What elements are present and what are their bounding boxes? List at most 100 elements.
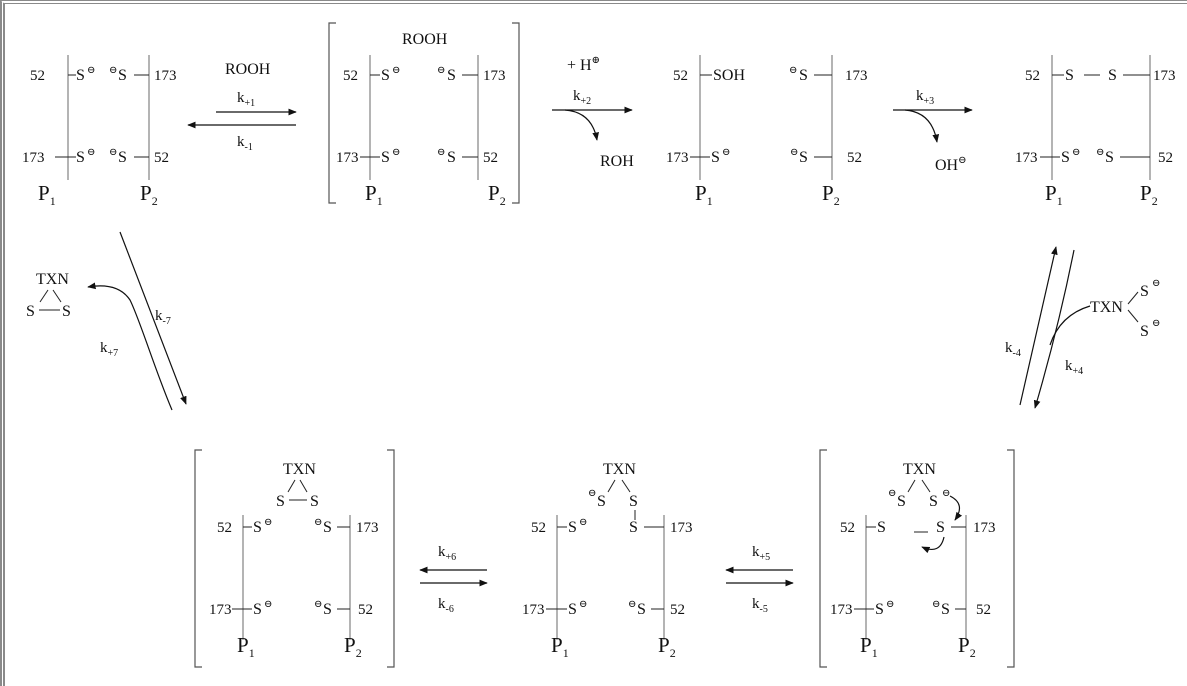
thiolate: S [799, 149, 808, 166]
disulfide-sulfur: S [936, 519, 945, 536]
residue-label: 173 [336, 150, 359, 166]
oxidized-txn: TXN [36, 271, 69, 288]
residue-label: 52 [358, 602, 373, 618]
rate-constant-k+3: k+3 [916, 88, 934, 107]
protein-label-p2: P2 [344, 633, 362, 660]
protein-label-p1: P1 [1045, 181, 1063, 208]
negative-charge: ⊖ [1152, 318, 1160, 329]
residue-label: 173 [666, 150, 689, 166]
equilibrium-k5: k+5 k-5 [725, 544, 794, 615]
residue-label: 173 [1015, 150, 1038, 166]
bracket-left [328, 22, 336, 204]
state-disulfide: 52 S S 173 173 S ⊖ ⊖ S 52 P1 P2 [1015, 55, 1176, 208]
residue-label: 173 [1153, 68, 1176, 84]
protein-label-p1: P1 [551, 633, 569, 660]
residue-label: 173 [830, 602, 853, 618]
state-sulfenic-acid: 52 SOH ⊖ S 173 173 S ⊖ ⊖ S 52 P1 P2 [666, 55, 868, 208]
rate-constant-k+5: k+5 [752, 544, 770, 563]
residue-label: 173 [22, 150, 45, 166]
electron-push-arrow [921, 536, 945, 554]
residue-label: 52 [483, 150, 498, 166]
thiolate: S [76, 67, 85, 84]
negative-charge: ⊖ [942, 488, 950, 499]
residue-label: 52 [531, 520, 546, 536]
txn-thiolate: S [929, 493, 938, 510]
negative-charge: ⊖ [314, 599, 322, 610]
thiolate: S [1061, 149, 1070, 166]
protein-label-p1: P1 [860, 633, 878, 660]
product-hydroxide: OH⊖ [935, 155, 967, 174]
rate-constant-k-5: k-5 [752, 596, 768, 615]
negative-charge: ⊖ [437, 147, 445, 158]
forward-arrow [119, 231, 187, 405]
protein-label-p1: P1 [695, 181, 713, 208]
oxidized-txn: TXN [283, 461, 316, 478]
residue-label: 173 [522, 602, 545, 618]
txn-label: TXN [903, 461, 936, 478]
thiolate: S [323, 519, 332, 536]
residue-label: 52 [343, 68, 358, 84]
equilibrium-k6: k+6 k-6 [419, 544, 488, 615]
protein-label-p1: P1 [365, 181, 383, 208]
proton: + H⊕ [567, 55, 600, 74]
thiolate: S [118, 67, 127, 84]
residue-label: 173 [483, 68, 506, 84]
rate-constant-k+4: k+4 [1065, 358, 1083, 377]
negative-charge: ⊖ [392, 65, 400, 76]
rate-constant-k+1: k+1 [237, 90, 255, 109]
protein-label-p1: P1 [237, 633, 255, 660]
rate-constant-k-7: k-7 [155, 308, 171, 327]
product-roh: ROH [600, 153, 634, 170]
residue-label: 52 [1025, 68, 1040, 84]
residue-label: 52 [154, 150, 169, 166]
negative-charge: ⊖ [264, 517, 272, 528]
txn-sulfur: S [629, 493, 638, 510]
residue-label: 52 [30, 68, 45, 84]
rate-constant-k+7: k+7 [100, 340, 118, 359]
txn-sulfur: S [26, 303, 35, 320]
residue-label: 52 [673, 68, 688, 84]
rate-constant-k+6: k+6 [438, 544, 456, 563]
thiolate: S [447, 67, 456, 84]
thiolate: S [381, 149, 390, 166]
state-mixed-disulfide: TXN ⊖ S S 52 S ⊖ S 173 173 S ⊖ ⊖ S 52 P1… [522, 461, 693, 660]
thiolate: S [568, 519, 577, 536]
negative-charge: ⊖ [888, 488, 896, 499]
mixed-disulfide-sulfur: S [629, 519, 638, 536]
thiolate: S [447, 149, 456, 166]
thiolate: S [637, 601, 646, 618]
protein-label-p2: P2 [658, 633, 676, 660]
rate-constant-k-1: k-1 [237, 134, 253, 153]
txn-thiolate: S [1140, 283, 1149, 300]
thiolate: S [568, 601, 577, 618]
state-txn-attack-complex: TXN ⊖ S S ⊖ 52 S S 173 173 S ⊖ ⊖ S 52 P1… [819, 449, 1015, 668]
negative-charge: ⊖ [392, 147, 400, 158]
bracket-right [1007, 449, 1015, 668]
residue-label: 52 [847, 150, 862, 166]
bracket-left [819, 449, 827, 668]
protein-label-p1: P1 [38, 181, 56, 208]
bracket-right [512, 22, 520, 204]
negative-charge: ⊖ [87, 147, 95, 158]
negative-charge: ⊖ [579, 517, 587, 528]
negative-charge: ⊖ [1096, 147, 1104, 158]
disulfide-sulfur: S [877, 519, 886, 536]
thiolate: S [875, 601, 884, 618]
negative-charge: ⊖ [886, 599, 894, 610]
disulfide-sulfur: S [1108, 67, 1117, 84]
txn-thiolate: S [1140, 323, 1149, 340]
step-k3: k+3 OH⊖ [893, 88, 973, 174]
residue-label: 52 [840, 520, 855, 536]
thiolate: S [253, 519, 262, 536]
negative-charge: ⊖ [789, 65, 797, 76]
rate-constant-k-4: k-4 [1005, 340, 1021, 359]
thiolate: S [76, 149, 85, 166]
residue-label: 173 [670, 520, 693, 536]
reduced-txn: TXN [1090, 299, 1123, 316]
bracket-right [387, 449, 395, 668]
equilibrium-k7: TXN S S k-7 k+7 [26, 231, 187, 411]
rate-constant-k+2: k+2 [573, 88, 591, 107]
state-txn-oxidized-complex: TXN S S 52 S ⊖ ⊖ S 173 173 S ⊖ ⊖ S 52 P1… [194, 449, 395, 668]
